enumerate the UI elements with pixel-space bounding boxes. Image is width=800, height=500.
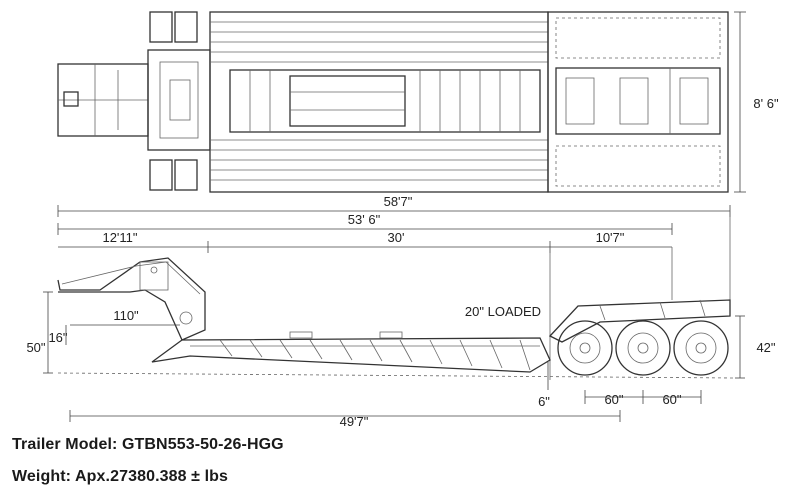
dim-gooseneck-length: 12'11" — [102, 230, 137, 245]
side-gooseneck — [57, 257, 206, 341]
dim-axle-spacing-2: 60" — [662, 392, 681, 407]
side-wheel — [615, 320, 671, 376]
plan-axle-group — [555, 67, 721, 135]
dim-overall-length: 58'7" — [384, 194, 413, 209]
plan-front-wheel — [174, 159, 198, 191]
side-deck-marker — [379, 331, 403, 339]
plan-front-wheel — [149, 159, 173, 191]
side-deck-beam — [151, 337, 551, 373]
side-rear-frame — [548, 299, 731, 343]
side-wheel — [673, 320, 729, 376]
side-deck-webbing — [219, 339, 531, 371]
dim-width: 8' 6" — [753, 96, 779, 111]
plan-front-wheel — [174, 11, 198, 43]
dim-front-height: 50" — [26, 340, 45, 355]
plan-main-deck — [209, 11, 549, 193]
trailer-weight-label: Weight: Apx.27380.388 ± lbs — [12, 468, 229, 485]
plan-center-crossmember — [289, 75, 406, 127]
plan-gooseneck-body — [147, 49, 211, 151]
side-hydraulic-fitting — [179, 311, 193, 325]
side-view: 58'7" 53' 6" 12'11" 30' 10'7" — [26, 194, 775, 429]
ground-line — [57, 372, 736, 379]
plan-axle — [619, 77, 649, 125]
trailer-model-label: Trailer Model: GTBN553-50-26-HGG — [12, 436, 284, 453]
dim-bottom-length: 49'7" — [340, 414, 369, 429]
plan-front-wheel — [149, 11, 173, 43]
plan-center-frame — [229, 69, 541, 133]
side-wheel — [557, 320, 613, 376]
dim-deck-gooseneck-length: 53' 6" — [348, 212, 381, 227]
dim-gooseneck-drop: 16" — [48, 330, 67, 345]
dim-kingpin-setback: 110" — [113, 308, 139, 323]
dim-rear-deck-height: 42" — [756, 340, 775, 355]
dim-rear-length: 10'7" — [596, 230, 625, 245]
plan-axle — [565, 77, 595, 125]
side-deck-marker — [289, 331, 313, 339]
dim-well-length: 30' — [388, 230, 405, 245]
side-kingpin-box — [139, 261, 169, 291]
plan-view: 8' 6" — [57, 11, 779, 193]
plan-kingpin-plate — [63, 91, 79, 107]
dim-axle-spacing-1: 60" — [604, 392, 623, 407]
label-loaded-height: 20" LOADED — [465, 304, 541, 319]
dim-ground-clearance: 6" — [538, 394, 550, 409]
plan-axle — [679, 77, 709, 125]
plan-rear-deck — [547, 11, 729, 193]
